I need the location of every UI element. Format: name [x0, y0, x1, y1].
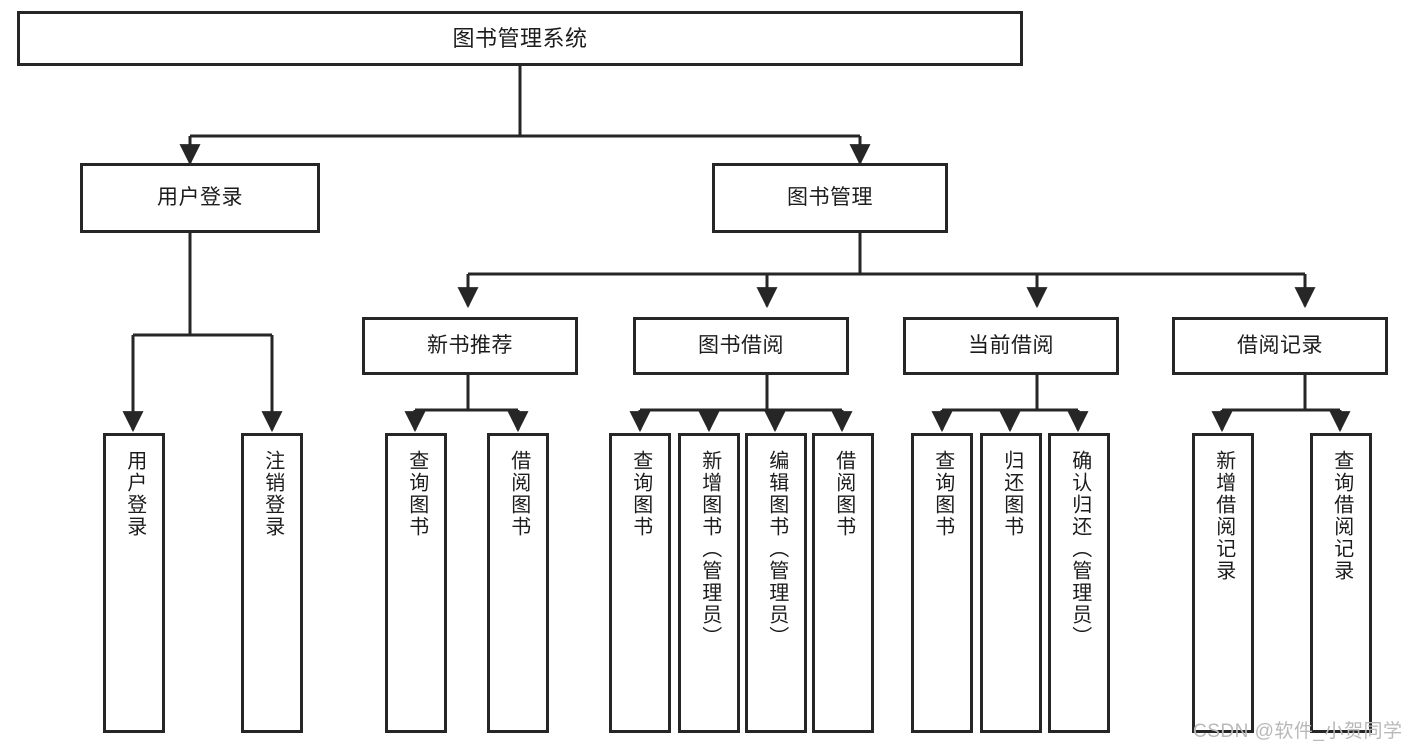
node-current-borrow[interactable]: 当前借阅: [903, 317, 1119, 375]
node-borrow-record-label: 借阅记录: [1237, 333, 1323, 357]
node-leaf-user-logout[interactable]: 注销登录: [241, 433, 303, 733]
node-leaf-borrow-book-1[interactable]: 借阅图书: [487, 433, 549, 733]
node-new-book-recommend-label: 新书推荐: [427, 333, 513, 357]
node-leaf-confirm-return[interactable]: 确认归还（管理员）: [1048, 433, 1110, 733]
csdn-watermark: CSDN @软件_小贺同学: [1193, 721, 1403, 742]
node-leaf-query-book-2-label: 查询图书: [629, 450, 652, 538]
node-book-borrow-label: 图书借阅: [698, 333, 784, 357]
node-user-login-label: 用户登录: [157, 185, 243, 209]
node-book-manage-label: 图书管理: [787, 185, 873, 209]
node-user-login[interactable]: 用户登录: [80, 163, 320, 233]
node-leaf-query-book-1[interactable]: 查询图书: [385, 433, 447, 733]
node-leaf-user-login[interactable]: 用户登录: [103, 433, 165, 733]
node-leaf-edit-book-label: 编辑图书（管理员）: [765, 450, 788, 648]
node-borrow-record[interactable]: 借阅记录: [1172, 317, 1388, 375]
node-leaf-return-book[interactable]: 归还图书: [980, 433, 1042, 733]
node-leaf-user-logout-label: 注销登录: [261, 450, 284, 538]
node-leaf-borrow-book-1-label: 借阅图书: [507, 450, 530, 538]
node-leaf-query-book-1-label: 查询图书: [405, 450, 428, 538]
node-leaf-user-login-label: 用户登录: [123, 450, 146, 538]
node-current-borrow-label: 当前借阅: [968, 333, 1054, 357]
node-leaf-query-book-3[interactable]: 查询图书: [911, 433, 973, 733]
node-root[interactable]: 图书管理系统: [17, 11, 1023, 66]
node-leaf-borrow-book-2[interactable]: 借阅图书: [812, 433, 874, 733]
node-book-manage[interactable]: 图书管理: [712, 163, 948, 233]
node-leaf-query-record-label: 查询借阅记录: [1330, 450, 1353, 582]
node-leaf-confirm-return-label: 确认归还（管理员）: [1068, 450, 1091, 648]
node-leaf-edit-book[interactable]: 编辑图书（管理员）: [745, 433, 807, 733]
node-leaf-query-book-2[interactable]: 查询图书: [609, 433, 671, 733]
node-book-borrow[interactable]: 图书借阅: [633, 317, 849, 375]
node-leaf-return-book-label: 归还图书: [1000, 450, 1023, 538]
node-leaf-query-record[interactable]: 查询借阅记录: [1310, 433, 1372, 733]
node-leaf-borrow-book-2-label: 借阅图书: [832, 450, 855, 538]
node-new-book-recommend[interactable]: 新书推荐: [362, 317, 578, 375]
node-leaf-query-book-3-label: 查询图书: [931, 450, 954, 538]
node-root-label: 图书管理系统: [452, 25, 588, 51]
node-leaf-add-record-label: 新增借阅记录: [1212, 450, 1235, 582]
node-leaf-add-book-label: 新增图书（管理员）: [698, 450, 721, 648]
node-leaf-add-book[interactable]: 新增图书（管理员）: [678, 433, 740, 733]
node-leaf-add-record[interactable]: 新增借阅记录: [1192, 433, 1254, 733]
